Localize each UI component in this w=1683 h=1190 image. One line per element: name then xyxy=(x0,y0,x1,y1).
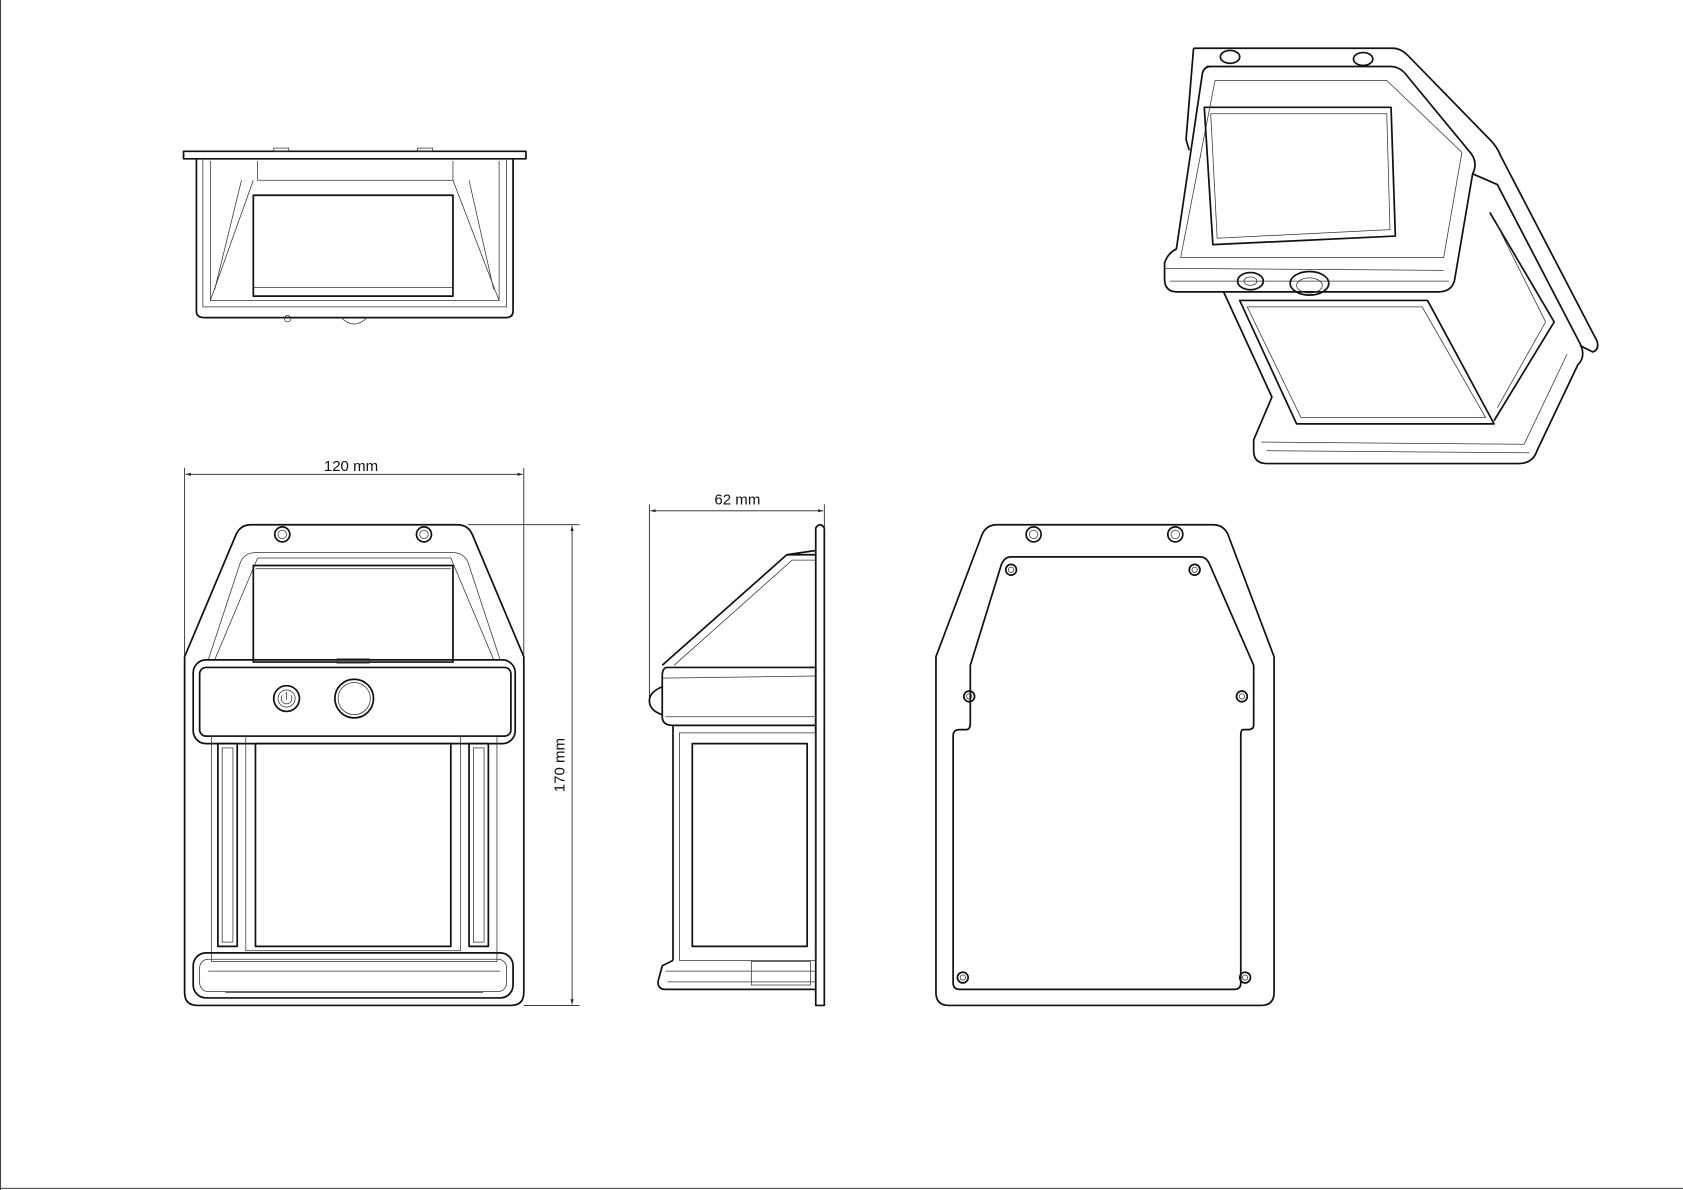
dimension-depth-label: 62 mm xyxy=(714,491,760,508)
side-view xyxy=(648,523,826,1007)
front-view xyxy=(183,523,525,1007)
screw-holes xyxy=(956,563,1252,984)
top-view xyxy=(182,147,527,325)
isometric-view xyxy=(1163,47,1599,465)
dimension-height-label: 170 mm xyxy=(552,738,569,792)
dimension-width-label: 120 mm xyxy=(324,458,378,475)
dimension-depth xyxy=(648,504,825,698)
dimension-height xyxy=(467,524,580,1006)
back-view xyxy=(935,523,1275,1007)
dimension-width xyxy=(184,467,525,657)
